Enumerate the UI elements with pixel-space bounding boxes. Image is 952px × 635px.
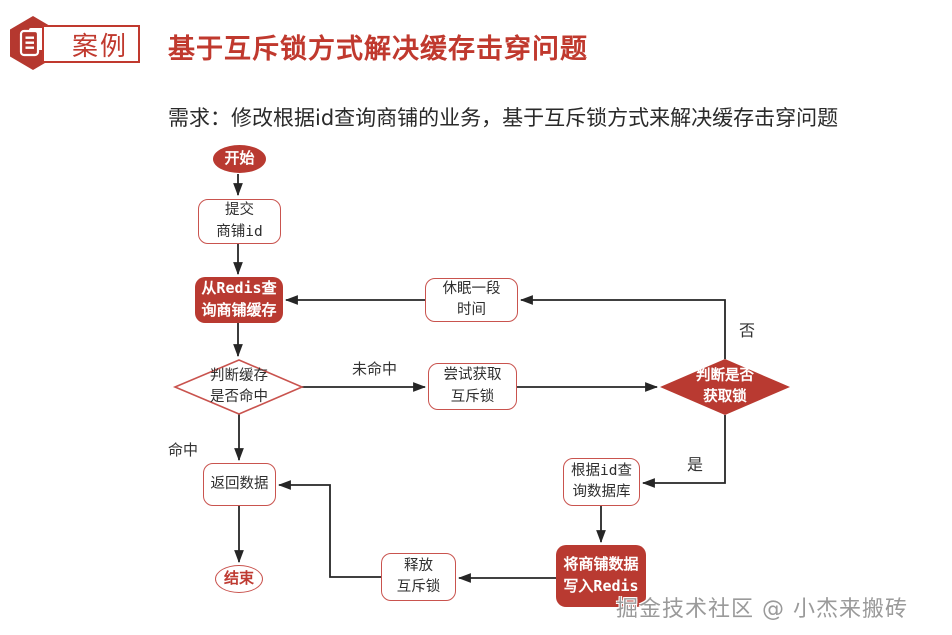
page-title: 基于互斥锁方式解决缓存击穿问题 xyxy=(168,34,588,65)
edge-gotlock-sleep xyxy=(519,295,726,359)
edge-label-hit: 命中 xyxy=(168,441,199,459)
decision-got-lock-shape xyxy=(660,359,790,415)
case-badge: 案例 xyxy=(42,25,140,63)
decision-cache-hit-shape xyxy=(172,359,305,415)
node-got-lock-decision: 判断是否 获取锁 xyxy=(696,367,754,405)
node-submit-shop-id: 提交 商铺id xyxy=(198,199,281,244)
edge-label-yes: 是 xyxy=(687,455,704,474)
node-try-mutex-lock: 尝试获取 互斥锁 xyxy=(428,363,517,410)
edge-label-no: 否 xyxy=(739,321,756,340)
requirement-text: 需求：修改根据id查询商铺的业务，基于互斥锁方式来解决缓存击穿问题 xyxy=(168,106,839,130)
edge-release-return xyxy=(277,480,381,578)
node-return-data: 返回数据 xyxy=(203,463,276,506)
node-query-redis-cache: 从Redis查 询商铺缓存 xyxy=(195,277,283,323)
node-query-database: 根据id查 询数据库 xyxy=(563,458,640,506)
node-start: 开始 xyxy=(213,145,266,173)
case-badge-label: 案例 xyxy=(71,31,128,62)
node-release-mutex-lock: 释放 互斥锁 xyxy=(381,553,456,601)
node-write-redis: 将商铺数据 写入Redis xyxy=(556,545,646,607)
node-end: 结束 xyxy=(215,565,263,593)
node-cache-hit-decision: 判断缓存 是否命中 xyxy=(210,367,268,405)
document-icon xyxy=(19,28,44,57)
edge-label-miss: 未命中 xyxy=(352,360,398,378)
watermark-text: 掘金技术社区 @ 小杰来搬砖 xyxy=(616,597,908,622)
edge-gotlock-querydb xyxy=(641,415,726,488)
node-sleep: 休眠一段 时间 xyxy=(425,278,518,322)
